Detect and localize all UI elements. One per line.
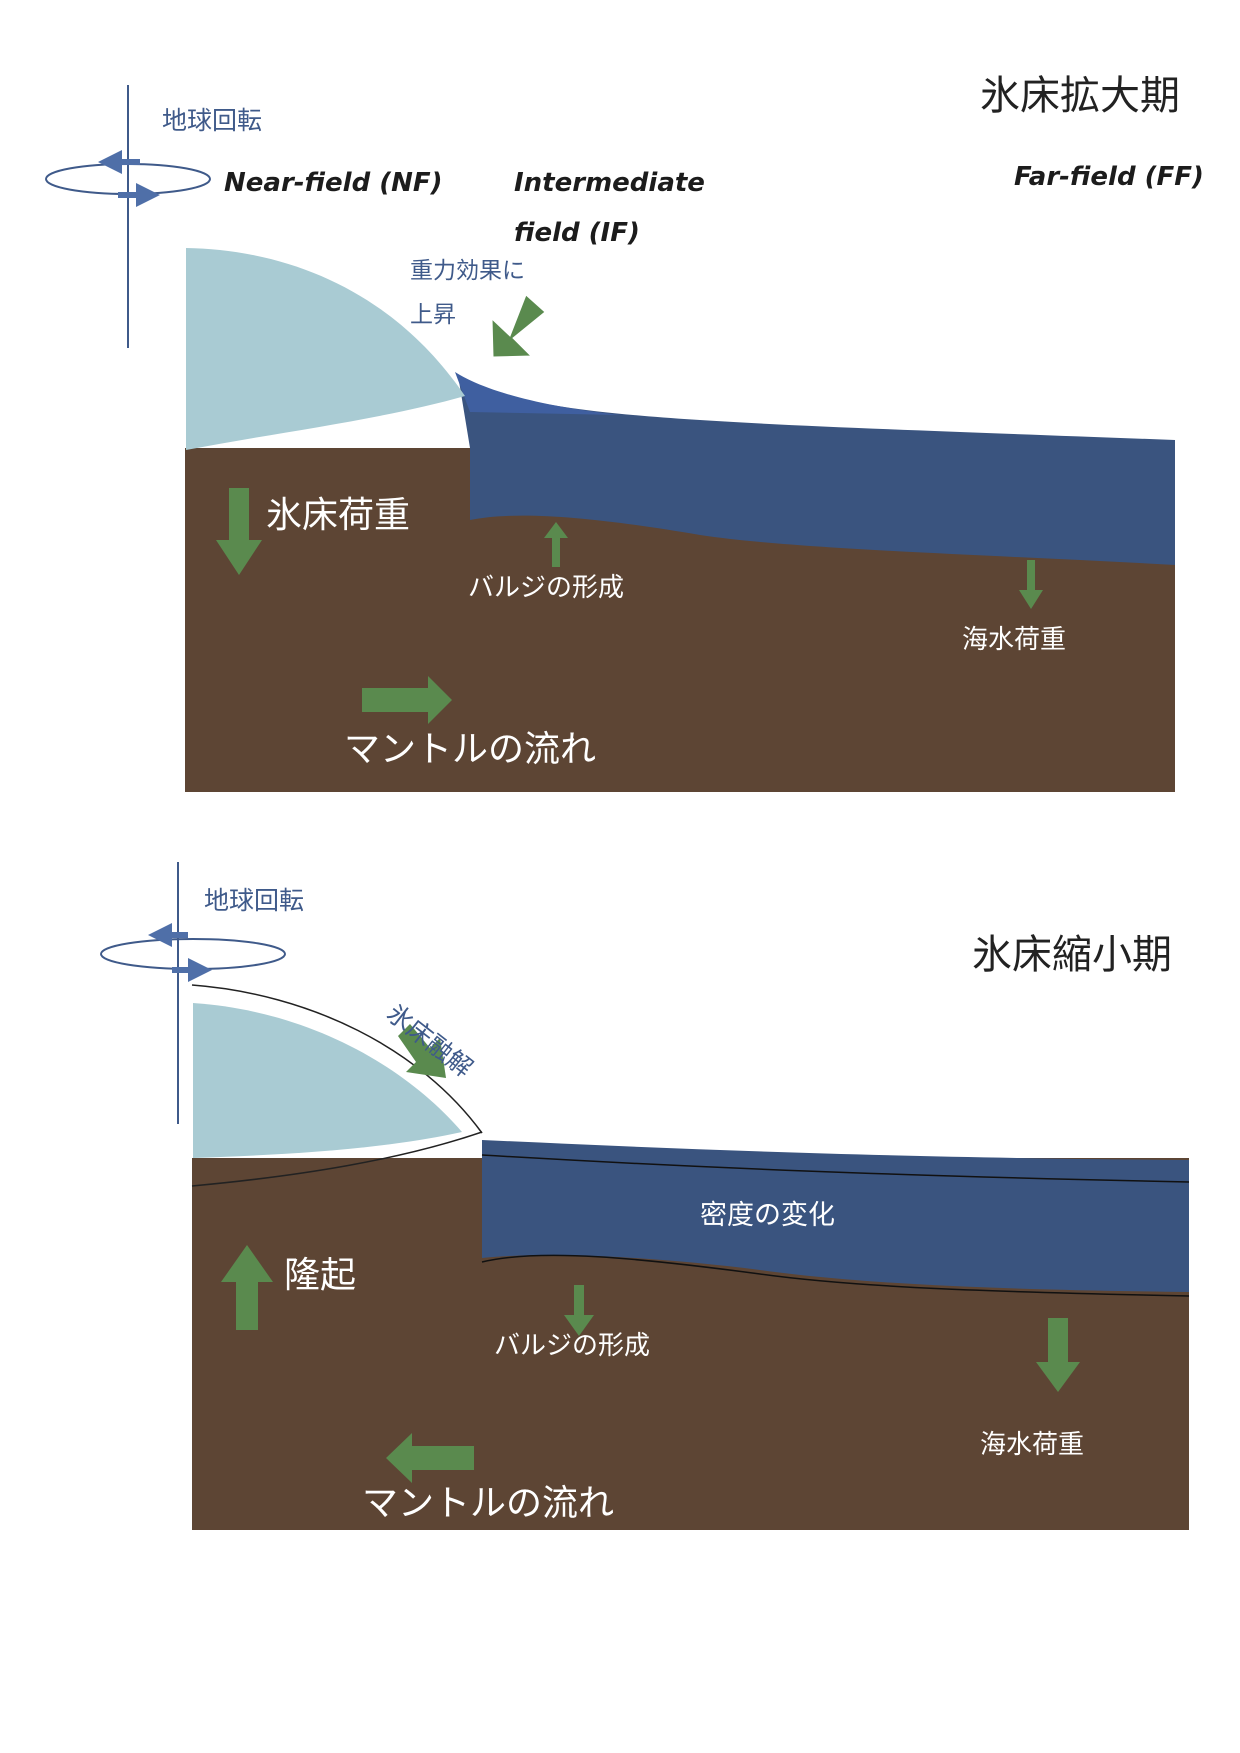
- bottom-sea-load-arrow: [1036, 1318, 1080, 1392]
- top-panel-graphics: [45, 85, 1175, 792]
- bottom-uplift-arrow: [221, 1245, 273, 1330]
- bottom-mantle-flow-arrow: [386, 1433, 474, 1483]
- bottom-bulge-arrow: [564, 1285, 594, 1336]
- top-ice-sheet: [186, 248, 465, 450]
- bottom-ice-sheet: [193, 1003, 462, 1158]
- uplift-label: 隆起: [284, 1255, 357, 1296]
- top-bulge-arrow: [544, 522, 568, 567]
- bottom-panel-graphics: [100, 862, 1190, 1530]
- top-ice-load-arrow: [216, 488, 262, 575]
- near-field-label: Near-field (NF): [224, 168, 443, 198]
- intermediate-field-label-2: field (IF): [514, 218, 640, 248]
- bottom-mantle-flow-label: マントルの流れ: [362, 1483, 615, 1524]
- top-sea-load-arrow: [1019, 560, 1043, 609]
- bottom-ice-melt-arrow: [398, 1024, 446, 1078]
- top-earth-rotation-label: 地球回転: [162, 106, 263, 135]
- bottom-sea-load-label: 海水荷重: [980, 1430, 1085, 1460]
- top-bulge-label: バルジの形成: [468, 573, 625, 603]
- bottom-panel-title: 氷床縮小期: [972, 932, 1172, 978]
- bottom-crust-line: [191, 1131, 483, 1187]
- bottom-bulge-label: バルジの形成: [494, 1331, 651, 1361]
- top-sea-load-label: 海水荷重: [962, 625, 1067, 655]
- far-field-label: Far-field (FF): [1014, 162, 1204, 192]
- bottom-sea-floor-line: [481, 1254, 1190, 1297]
- top-ocean: [458, 375, 1175, 565]
- gravity-effect-label-2: 上昇: [410, 302, 456, 328]
- gravity-effect-label-1: 重力効果に: [410, 258, 525, 284]
- top-mantle-flow-label: マントルの流れ: [344, 729, 597, 770]
- density-change-label: 密度の変化: [700, 1200, 835, 1231]
- bottom-former-ice-outline: [191, 984, 483, 1134]
- bottom-earth-rotation-label: 地球回転: [204, 886, 305, 915]
- intermediate-field-label-1: Intermediate: [514, 168, 705, 198]
- bottom-sea-surface-line: [481, 1154, 1190, 1183]
- bottom-rotation-ellipse: [100, 938, 286, 970]
- top-panel-title: 氷床拡大期: [980, 73, 1180, 119]
- top-ice-load-label: 氷床荷重: [266, 495, 411, 536]
- top-mantle-flow-arrow: [362, 676, 452, 724]
- top-gravity-sea-rise: [455, 372, 620, 415]
- top-gravity-arrow: [491, 294, 546, 358]
